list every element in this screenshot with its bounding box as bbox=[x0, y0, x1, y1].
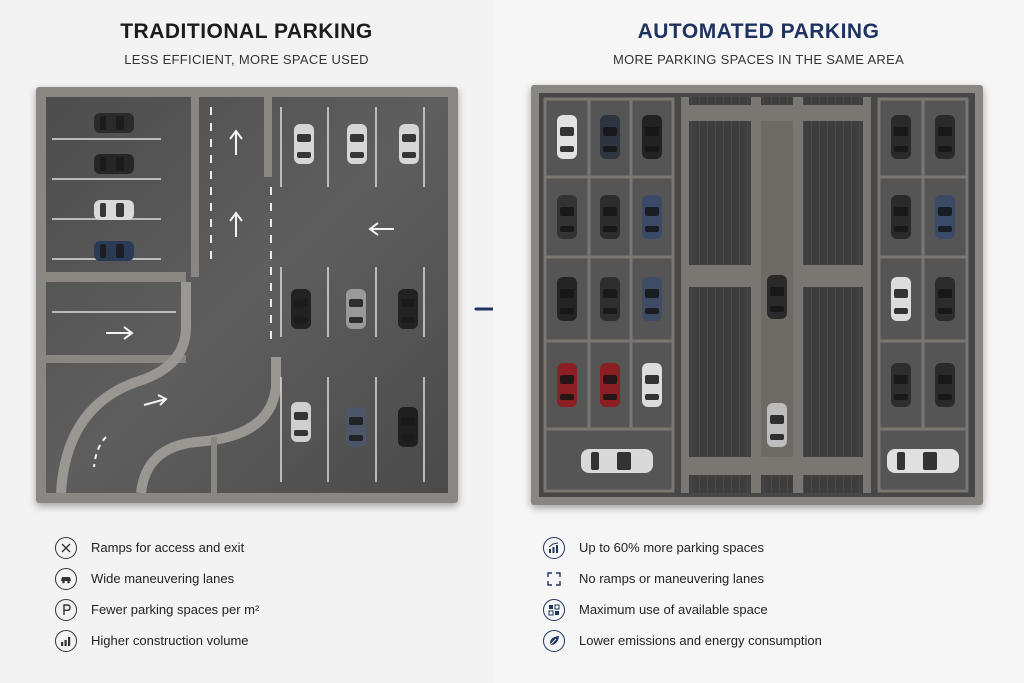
feature-item: Fewer parking spaces per m² bbox=[55, 594, 259, 625]
feature-item: Ramps for access and exit bbox=[55, 532, 259, 563]
feature-item: No ramps or maneuvering lanes bbox=[543, 563, 822, 594]
parking-p-icon bbox=[55, 598, 77, 621]
feature-label: Lower emissions and energy consumption bbox=[579, 633, 822, 648]
feature-item: Maximum use of available space bbox=[543, 594, 822, 625]
feature-item: Higher construction volume bbox=[55, 625, 259, 656]
automated-subtitle: MORE PARKING SPACES IN THE SAME AREA bbox=[612, 52, 905, 67]
feature-item: Wide maneuvering lanes bbox=[55, 563, 259, 594]
feature-label: Wide maneuvering lanes bbox=[91, 571, 235, 586]
growth-chart-icon bbox=[543, 536, 565, 559]
feature-label: No ramps or maneuvering lanes bbox=[579, 571, 764, 586]
feature-item: Lower emissions and energy consumption bbox=[543, 625, 822, 656]
traditional-subtitle: LESS EFFICIENT, MORE SPACE USED bbox=[124, 52, 369, 67]
traditional-title: TRADITIONAL PARKING bbox=[120, 20, 373, 43]
grid-layout-icon bbox=[543, 598, 565, 621]
feature-label: Up to 60% more parking spaces bbox=[579, 540, 764, 555]
traditional-feature-list: Ramps for access and exit Wide maneuveri… bbox=[55, 532, 259, 656]
automated-title: AUTOMATED PARKING bbox=[637, 20, 880, 43]
automated-parking-floorplan bbox=[531, 85, 983, 505]
traditional-parking-panel: TRADITIONAL PARKING LESS EFFICIENT, MORE… bbox=[0, 0, 493, 683]
feature-item: Up to 60% more parking spaces bbox=[543, 532, 822, 563]
bar-chart-icon bbox=[55, 629, 77, 652]
feature-label: Ramps for access and exit bbox=[91, 540, 245, 555]
automated-parking-panel: AUTOMATED PARKING MORE PARKING SPACES IN… bbox=[493, 0, 1024, 683]
car-icon bbox=[55, 567, 77, 590]
expand-frame-icon bbox=[543, 568, 565, 590]
ramp-icon bbox=[55, 536, 77, 559]
feature-label: Fewer parking spaces per m² bbox=[91, 602, 260, 617]
feature-label: Higher construction volume bbox=[91, 633, 249, 648]
feature-label: Maximum use of available space bbox=[579, 602, 768, 617]
traditional-parking-floorplan bbox=[36, 87, 458, 503]
leaf-icon bbox=[543, 629, 565, 652]
automated-feature-list: Up to 60% more parking spaces No ramps o… bbox=[543, 532, 822, 656]
